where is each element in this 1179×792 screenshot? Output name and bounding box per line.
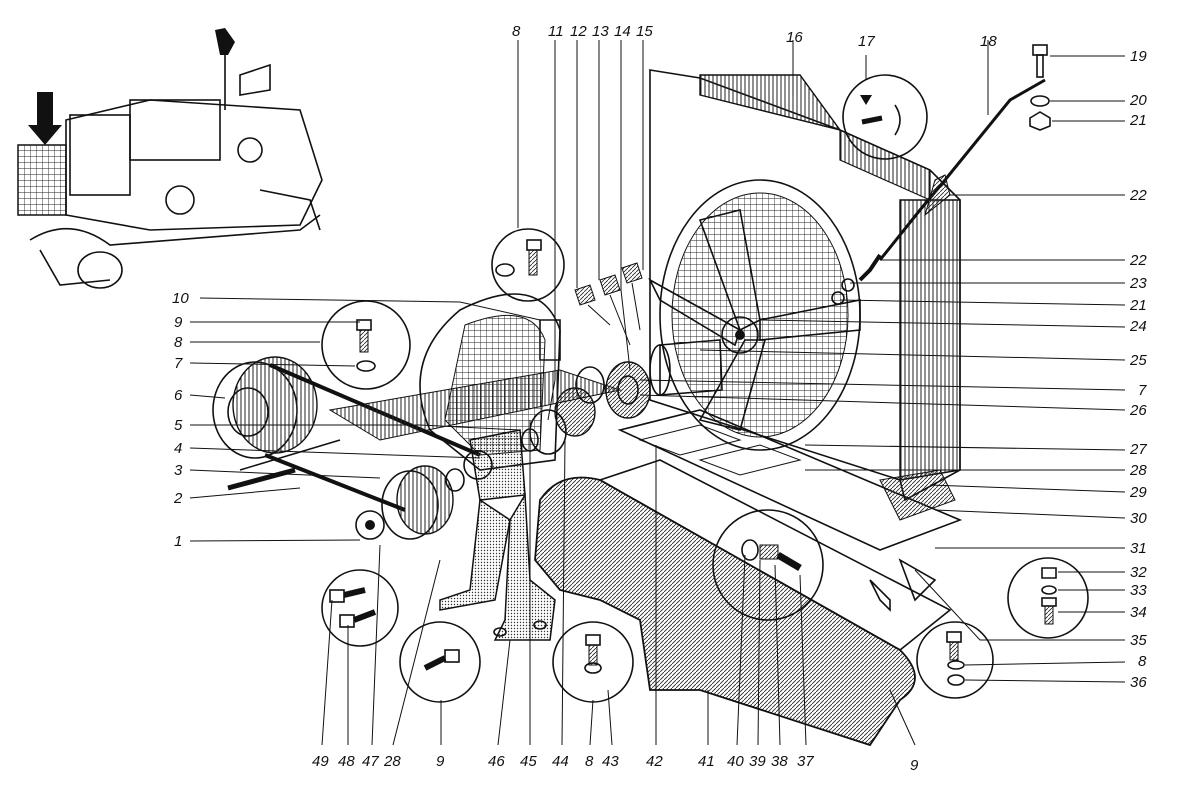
callout-24: 24 <box>1129 318 1147 335</box>
callout-36: 36 <box>1130 674 1147 691</box>
callout-42: 42 <box>646 753 663 770</box>
callout-47: 47 <box>362 753 379 770</box>
callout-46: 46 <box>488 753 505 770</box>
callout-27: 27 <box>1129 441 1147 458</box>
callout-16: 16 <box>786 29 803 46</box>
callout-8: 8 <box>512 23 521 40</box>
callout-37: 37 <box>797 753 814 770</box>
bearing-bracket <box>439 429 556 641</box>
callout-14: 14 <box>614 23 631 40</box>
bracket-right <box>869 469 956 612</box>
tie-rod <box>831 78 1046 305</box>
callout-9: 9 <box>910 757 919 774</box>
leader-lines <box>189 40 1126 746</box>
callout-8: 8 <box>585 753 594 770</box>
callout-9: 9 <box>436 753 445 770</box>
callout-15: 15 <box>636 23 653 40</box>
callout-8: 8 <box>1138 653 1147 670</box>
callout-6: 6 <box>174 387 183 404</box>
callout-28: 28 <box>1129 462 1147 479</box>
detail-circle-9-mid <box>399 621 481 703</box>
detail-circle-40-37 <box>712 509 824 621</box>
pulley-right <box>355 465 454 540</box>
callout-28: 28 <box>383 753 401 770</box>
callout-33: 33 <box>1130 582 1147 599</box>
callout-41: 41 <box>698 753 715 770</box>
belt-cover <box>534 459 952 747</box>
pulley-left <box>212 356 318 459</box>
callout-48: 48 <box>338 753 355 770</box>
callout-44: 44 <box>552 753 569 770</box>
callout-32: 32 <box>1130 564 1147 581</box>
callout-18: 18 <box>980 33 997 50</box>
detail-circle-8-36 <box>916 621 994 699</box>
callout-7: 7 <box>1138 382 1147 399</box>
callout-12: 12 <box>570 23 587 40</box>
detail-circle-8-43 <box>552 621 634 703</box>
callout-19: 19 <box>1130 48 1147 65</box>
callout-11: 11 <box>548 23 564 40</box>
fittings-top <box>574 262 643 346</box>
callout-39: 39 <box>749 753 766 770</box>
callout-17: 17 <box>858 33 875 50</box>
radiator-assembly <box>648 69 961 502</box>
detail-circle-49-48 <box>321 569 399 647</box>
shaft-2 <box>227 439 341 491</box>
callout-31: 31 <box>1130 540 1147 557</box>
detail-circle-9-left <box>321 300 411 390</box>
frame-plate <box>328 369 963 551</box>
indicator-arrow-icon <box>28 92 62 145</box>
callout-labels: 8 11 12 13 14 15 16 17 18 19 20 21 22 22… <box>172 23 1147 774</box>
callout-49: 49 <box>312 753 329 770</box>
callout-23: 23 <box>1129 275 1147 292</box>
callout-4: 4 <box>174 440 182 457</box>
callout-21: 21 <box>1129 297 1147 314</box>
callout-38: 38 <box>771 753 788 770</box>
callout-34: 34 <box>1130 604 1147 621</box>
callout-1: 1 <box>174 533 182 550</box>
callout-2: 2 <box>173 490 183 507</box>
detail-circle-8-top <box>491 228 565 302</box>
callout-25: 25 <box>1129 352 1147 369</box>
callout-30: 30 <box>1130 510 1147 527</box>
detail-circle-17 <box>842 74 928 160</box>
callout-5: 5 <box>174 417 183 434</box>
callout-8: 8 <box>174 334 183 351</box>
callout-40: 40 <box>727 753 744 770</box>
callout-9: 9 <box>174 314 183 331</box>
callout-22: 22 <box>1129 252 1147 269</box>
callout-13: 13 <box>592 23 609 40</box>
callout-29: 29 <box>1129 484 1147 501</box>
callout-10: 10 <box>172 290 189 307</box>
callout-7: 7 <box>174 355 183 372</box>
callout-20: 20 <box>1129 92 1147 109</box>
engine-overview-inset <box>17 28 323 289</box>
callout-21: 21 <box>1129 112 1147 129</box>
callout-43: 43 <box>602 753 619 770</box>
callout-26: 26 <box>1129 402 1147 419</box>
callout-45: 45 <box>520 753 537 770</box>
callout-35: 35 <box>1130 632 1147 649</box>
bolt-washer-nut-top <box>1029 44 1051 131</box>
callout-22: 22 <box>1129 187 1147 204</box>
detail-circle-32-34 <box>1007 557 1089 639</box>
callout-3: 3 <box>174 462 183 479</box>
